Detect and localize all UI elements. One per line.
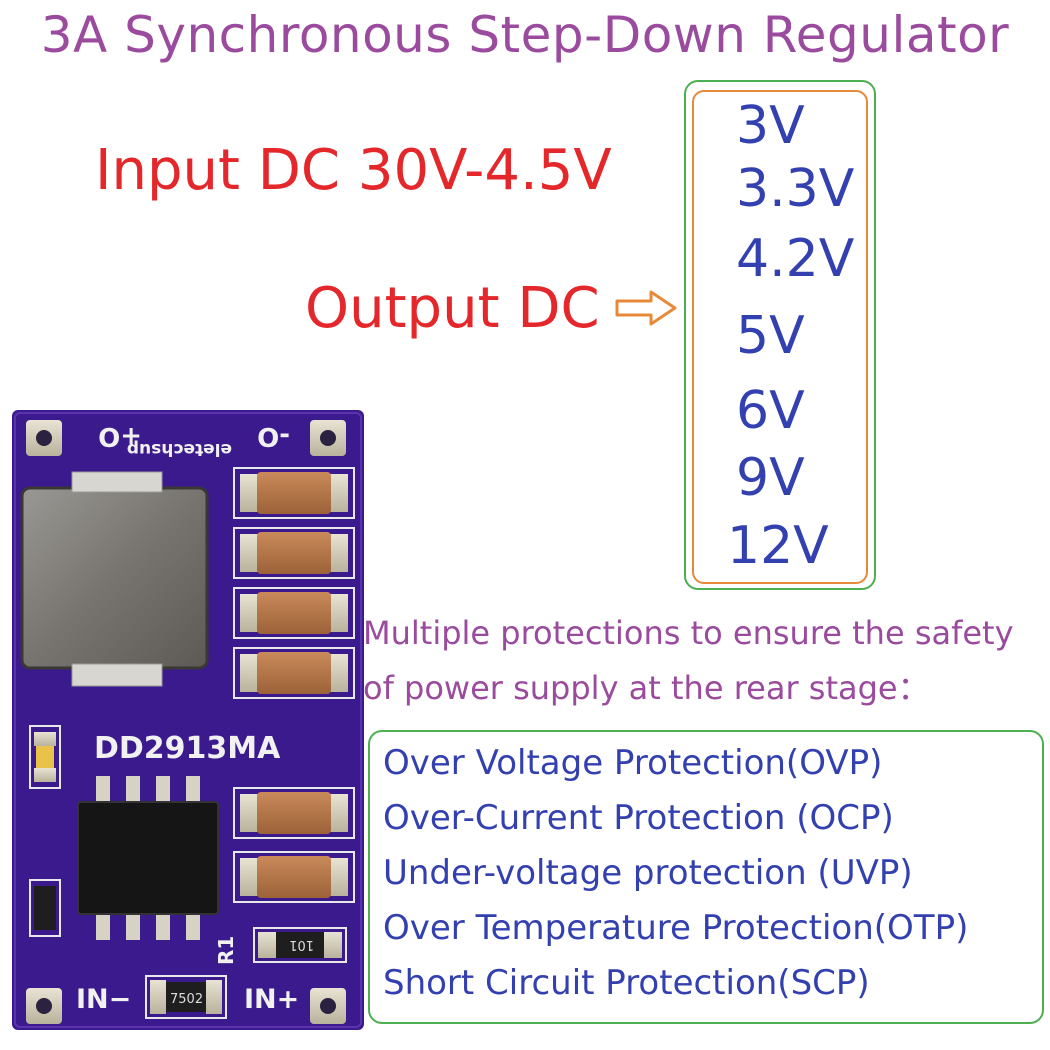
- voltage-option: 6V: [736, 381, 805, 441]
- protection-list-frame: [368, 730, 1044, 1024]
- output-capacitor: [233, 647, 355, 699]
- voltage-option: 4.2V: [736, 229, 855, 289]
- input-capacitor: [233, 851, 355, 903]
- smd-led: [29, 725, 61, 789]
- protection-intro-line: of power supply at the rear stage：: [363, 669, 930, 707]
- input-dc-label: Input DC 30V-4.5V: [95, 138, 612, 203]
- in-minus-label: IN−: [76, 984, 131, 1015]
- output-capacitor: [233, 467, 355, 519]
- protection-intro: Multiple protections to ensure the safet…: [363, 606, 1014, 716]
- input-capacitor: [233, 787, 355, 839]
- output-capacitor: [233, 527, 355, 579]
- voltage-list-outer-frame: [684, 80, 876, 590]
- protection-item: Over Temperature Protection(OTP): [383, 908, 969, 948]
- voltage-option: 3V: [736, 96, 805, 156]
- resistor-code-label: 7502: [170, 992, 203, 1007]
- in-plus-label: IN+: [244, 984, 299, 1015]
- r1-label: R1: [214, 936, 238, 965]
- out-plus-label: +O: [98, 421, 142, 451]
- out-minus-label: -O: [257, 421, 290, 451]
- protection-item: Over-Current Protection (OCP): [383, 798, 894, 838]
- brand-label: eletechsup: [127, 439, 232, 459]
- r1-resistor: 101: [253, 927, 347, 963]
- ic-chip: [77, 776, 219, 940]
- arrow-right-icon: [615, 290, 677, 326]
- protection-intro-line: Multiple protections to ensure the safet…: [363, 614, 1014, 652]
- inductor: [20, 486, 209, 670]
- protection-item: Over Voltage Protection(OVP): [383, 743, 883, 783]
- voltage-option: 5V: [736, 306, 805, 366]
- model-label: DD2913MA: [94, 731, 281, 766]
- output-dc-label: Output DC: [305, 276, 600, 341]
- voltage-option: 12V: [727, 516, 829, 576]
- voltage-option: 9V: [736, 448, 805, 508]
- voltage-option: 3.3V: [736, 159, 855, 219]
- r1-code-label: 101: [289, 937, 314, 952]
- voltage-list-inner-frame: [692, 90, 868, 584]
- pcb-board-image: +O -O eletechsup DD2913MA: [12, 410, 364, 1030]
- sense-resistor: 7502: [145, 975, 227, 1019]
- protection-item: Under-voltage protection (UVP): [383, 853, 913, 893]
- page-title: 3A Synchronous Step-Down Regulator: [40, 6, 1010, 64]
- protection-item: Short Circuit Protection(SCP): [383, 963, 870, 1003]
- output-capacitor: [233, 587, 355, 639]
- smd-resistor: [29, 879, 61, 937]
- protection-list: Over Voltage Protection(OVP) Over-Curren…: [383, 736, 968, 1011]
